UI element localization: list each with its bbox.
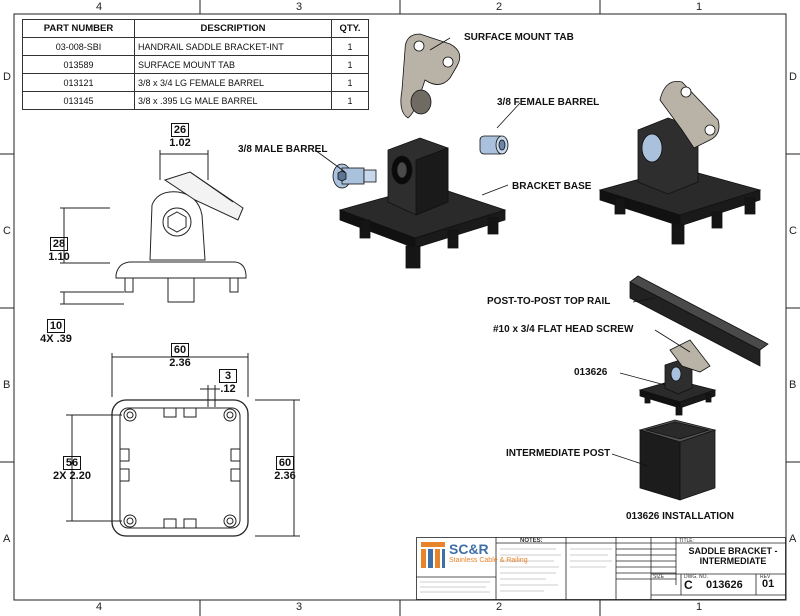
- zone-top-1: 1: [696, 1, 703, 13]
- bom-qty: 1: [331, 91, 369, 110]
- bom-part: 013145: [22, 91, 135, 110]
- callout-female-barrel: 3/8 FEMALE BARREL: [497, 97, 600, 108]
- side-height-dimension: 28 1.10: [44, 237, 74, 263]
- company-subtitle: Stainless Cable & Railing: [449, 557, 528, 564]
- bill-of-materials: PART NUMBER DESCRIPTION QTY. 03-008-SBI …: [22, 19, 369, 110]
- wall-dimension: 3 .12: [216, 369, 240, 395]
- side-height-value: 1.10: [48, 251, 70, 263]
- title-block-grid: [416, 537, 786, 600]
- bom-row: 03-008-SBI HANDRAIL SADDLE BRACKET-INT 1: [22, 37, 369, 56]
- zone-left-b: B: [3, 379, 11, 391]
- callout-screw: #10 x 3/4 FLAT HEAD SCREW: [493, 324, 634, 335]
- exploded-view-drawing: [332, 33, 509, 269]
- dwg-label: DWG. NO.: [684, 574, 708, 580]
- notes-label: NOTES:: [520, 538, 543, 544]
- size-label: SIZE: [653, 574, 665, 580]
- side-width-dimension: 26 1.02: [163, 123, 197, 149]
- bom-row: 013145 3/8 x .395 LG MALE BARREL 1: [22, 91, 369, 110]
- zone-top-4: 4: [96, 1, 103, 13]
- male-barrel-part: [332, 163, 377, 189]
- bom-desc: 3/8 x .395 LG MALE BARREL: [134, 91, 332, 110]
- side-view-drawing: [60, 150, 247, 305]
- hole-spacing-dimension: 56 2X 2.20: [44, 456, 100, 482]
- zone-left-d: D: [3, 71, 11, 83]
- company-name: SC&R: [449, 541, 489, 557]
- side-width-value: 1.02: [169, 137, 191, 149]
- zone-top-3: 3: [296, 1, 303, 13]
- drawing-title: SADDLE BRACKET - INTERMEDIATE: [688, 546, 778, 566]
- foot-dimension: 10 4X .39: [30, 319, 82, 345]
- foot-value: 4X .39: [40, 333, 72, 345]
- hole-value: 2X 2.20: [53, 470, 91, 482]
- callout-bracket-base: BRACKET BASE: [512, 181, 592, 192]
- zone-bottom-2: 2: [496, 601, 503, 613]
- plan-width-value: 2.36: [169, 357, 191, 369]
- callout-male-barrel: 3/8 MALE BARREL: [238, 144, 328, 155]
- dwg-number: 013626: [706, 579, 743, 591]
- callout-surface-mount-tab: SURFACE MOUNT TAB: [464, 32, 574, 43]
- callout-top-rail: POST-TO-POST TOP RAIL: [487, 296, 611, 307]
- rev-value: 01: [762, 578, 775, 590]
- zone-top-2: 2: [496, 1, 503, 13]
- plan-width-dimension: 60 2.36: [160, 343, 200, 369]
- installation-caption: 013626 INSTALLATION: [626, 511, 734, 522]
- assembled-view-drawing: [598, 81, 762, 245]
- installation-view-drawing: [629, 275, 769, 501]
- zone-bottom-4: 4: [96, 601, 103, 613]
- rev-label: REV: [760, 574, 771, 580]
- zone-right-d: D: [789, 71, 797, 83]
- zone-bottom-3: 3: [296, 601, 303, 613]
- callout-intermediate-post: INTERMEDIATE POST: [506, 448, 611, 459]
- size-value: C: [684, 578, 693, 592]
- zone-right-c: C: [789, 225, 797, 237]
- plan-height-value: 2.36: [274, 470, 296, 482]
- company-logo: [421, 542, 445, 568]
- surface-mount-tab-part: [400, 33, 461, 119]
- plan-view-drawing: [66, 353, 300, 537]
- title-label: TITLE:: [679, 538, 695, 544]
- zone-left-a: A: [3, 533, 11, 545]
- zone-right-b: B: [789, 379, 797, 391]
- female-barrel-part: [479, 135, 509, 155]
- plan-height-dimension: 60 2.36: [268, 456, 302, 482]
- wall-value: .12: [220, 383, 236, 395]
- bracket-base-part: [338, 137, 507, 269]
- callout-part-ref: 013626: [574, 367, 608, 378]
- zone-right-a: A: [789, 533, 797, 545]
- bom-row: 013589 SURFACE MOUNT TAB 1: [22, 55, 369, 74]
- zone-bottom-1: 1: [696, 601, 703, 613]
- zone-left-c: C: [3, 225, 11, 237]
